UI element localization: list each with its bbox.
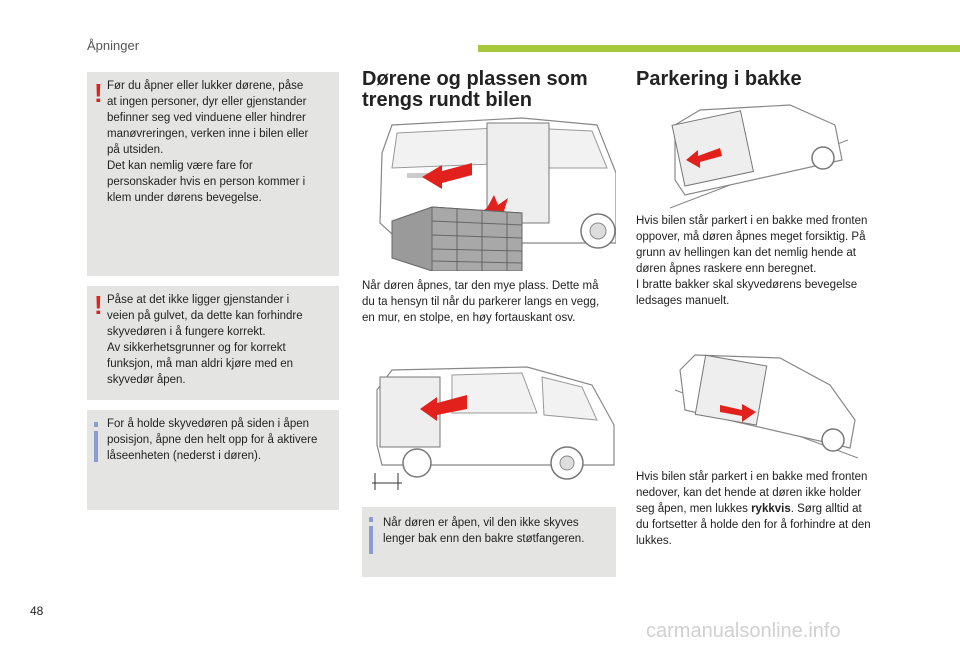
warning-text-line: på utsiden. — [107, 144, 164, 156]
middle-body-text: Når døren åpnes, tar den mye plass. Dett… — [362, 278, 618, 326]
info-icon — [369, 517, 373, 557]
warning-text-line: veien på gulvet, da dette kan forhindre — [107, 310, 303, 322]
warning-text-line: at ingen personer, dyr eller gjenstander — [107, 96, 307, 108]
heading-line: trengs rundt bilen — [362, 89, 532, 111]
warning-text-line: Før du åpner eller lukker dørene, påse — [107, 80, 304, 92]
warning-text-line: skyvedør åpen. — [107, 374, 186, 386]
sliding-door-illustration — [362, 365, 616, 490]
section-title: Åpninger — [87, 38, 140, 53]
text-line: nedover, kan det hende at døren ikke hol… — [636, 487, 862, 499]
bold-term: rykkvis — [751, 503, 791, 515]
right-text-1: Hvis bilen står parkert i en bakke med f… — [636, 213, 896, 309]
text-line: Hvis bilen står parkert i en bakke med f… — [636, 471, 868, 483]
warning-text-line: Av sikkerhetsgrunner og for korrekt — [107, 342, 286, 354]
warning-text-line: funksjon, må man aldri kjøre med en — [107, 358, 293, 370]
text-line: en mur, en stolpe, en høy fortauskant os… — [362, 312, 576, 324]
text-line-mixed: seg åpen, men lukkes rykkvis. Sørg allti… — [636, 501, 896, 517]
warning-icon: ! — [94, 78, 103, 108]
warning-text-line: Påse at det ikke ligger gjenstander i — [107, 294, 290, 306]
right-heading: Parkering i bakke — [636, 68, 802, 90]
text-line: du ta hensyn til når du parkerer langs e… — [362, 296, 600, 308]
text-line: du fortsetter å holde den for å forhindr… — [636, 519, 871, 531]
text-line: lukkes. — [636, 535, 672, 547]
text-line: Hvis bilen står parkert i en bakke med f… — [636, 215, 868, 227]
text-segment: . Sørg alltid at — [790, 503, 862, 515]
info-icon — [94, 422, 98, 462]
section-accent-bar — [478, 45, 960, 52]
page-number: 48 — [30, 604, 44, 618]
warning-text-line: skyvedøren i å fungere korrekt. — [107, 326, 266, 338]
info-text-line: lenger bak enn den bakre støtfangeren. — [383, 533, 585, 545]
uphill-illustration — [660, 100, 850, 210]
info-box-1: For å holde skyvedøren på siden i åpen p… — [87, 410, 339, 510]
warning-text-line: personskader hvis en person kommer i — [107, 176, 306, 188]
info-text-line: Når døren er åpen, vil den ikke skyves — [383, 517, 579, 529]
info-text-line: posisjon, åpne den helt opp for å aktive… — [107, 434, 318, 446]
warning-box-1: ! Før du åpner eller lukker dørene, påse… — [87, 72, 339, 276]
text-line: grunn av hellingen kan det nemlig hende … — [636, 247, 856, 259]
door-wall-illustration — [362, 113, 616, 271]
middle-heading: Dørene og plassen som trengs rundt bilen — [362, 69, 612, 111]
warning-text-line: befinner seg ved vinduene eller hindrer — [107, 112, 306, 124]
text-line: ledsages manuelt. — [636, 295, 730, 307]
warning-box-2: ! Påse at det ikke ligger gjenstander i … — [87, 286, 339, 400]
warning-text-line: Det kan nemlig være fare for — [107, 160, 253, 172]
warning-text-line: klem under dørens bevegelse. — [107, 192, 262, 204]
right-text-2: Hvis bilen står parkert i en bakke med f… — [636, 469, 896, 549]
watermark: carmanualsonline.info — [646, 620, 841, 642]
heading-line: Dørene og plassen som — [362, 68, 588, 90]
info-box-2: Når døren er åpen, vil den ikke skyves l… — [362, 507, 616, 577]
text-line: døren åpnes raskere enn beregnet. — [636, 263, 817, 275]
info-text-line: låseenheten (nederst i døren). — [107, 450, 262, 462]
text-line: I bratte bakker skal skyvedørens bevegel… — [636, 279, 858, 291]
text-line: Når døren åpnes, tar den mye plass. Dett… — [362, 280, 599, 292]
info-text-line: For å holde skyvedøren på siden i åpen — [107, 418, 310, 430]
downhill-illustration — [670, 350, 860, 460]
text-line: oppover, må døren åpnes meget forsiktig.… — [636, 231, 866, 243]
text-segment: seg åpen, men lukkes — [636, 503, 752, 515]
warning-icon: ! — [94, 290, 103, 320]
warning-text-line: manøvreringen, verken inne i bilen eller — [107, 128, 309, 140]
